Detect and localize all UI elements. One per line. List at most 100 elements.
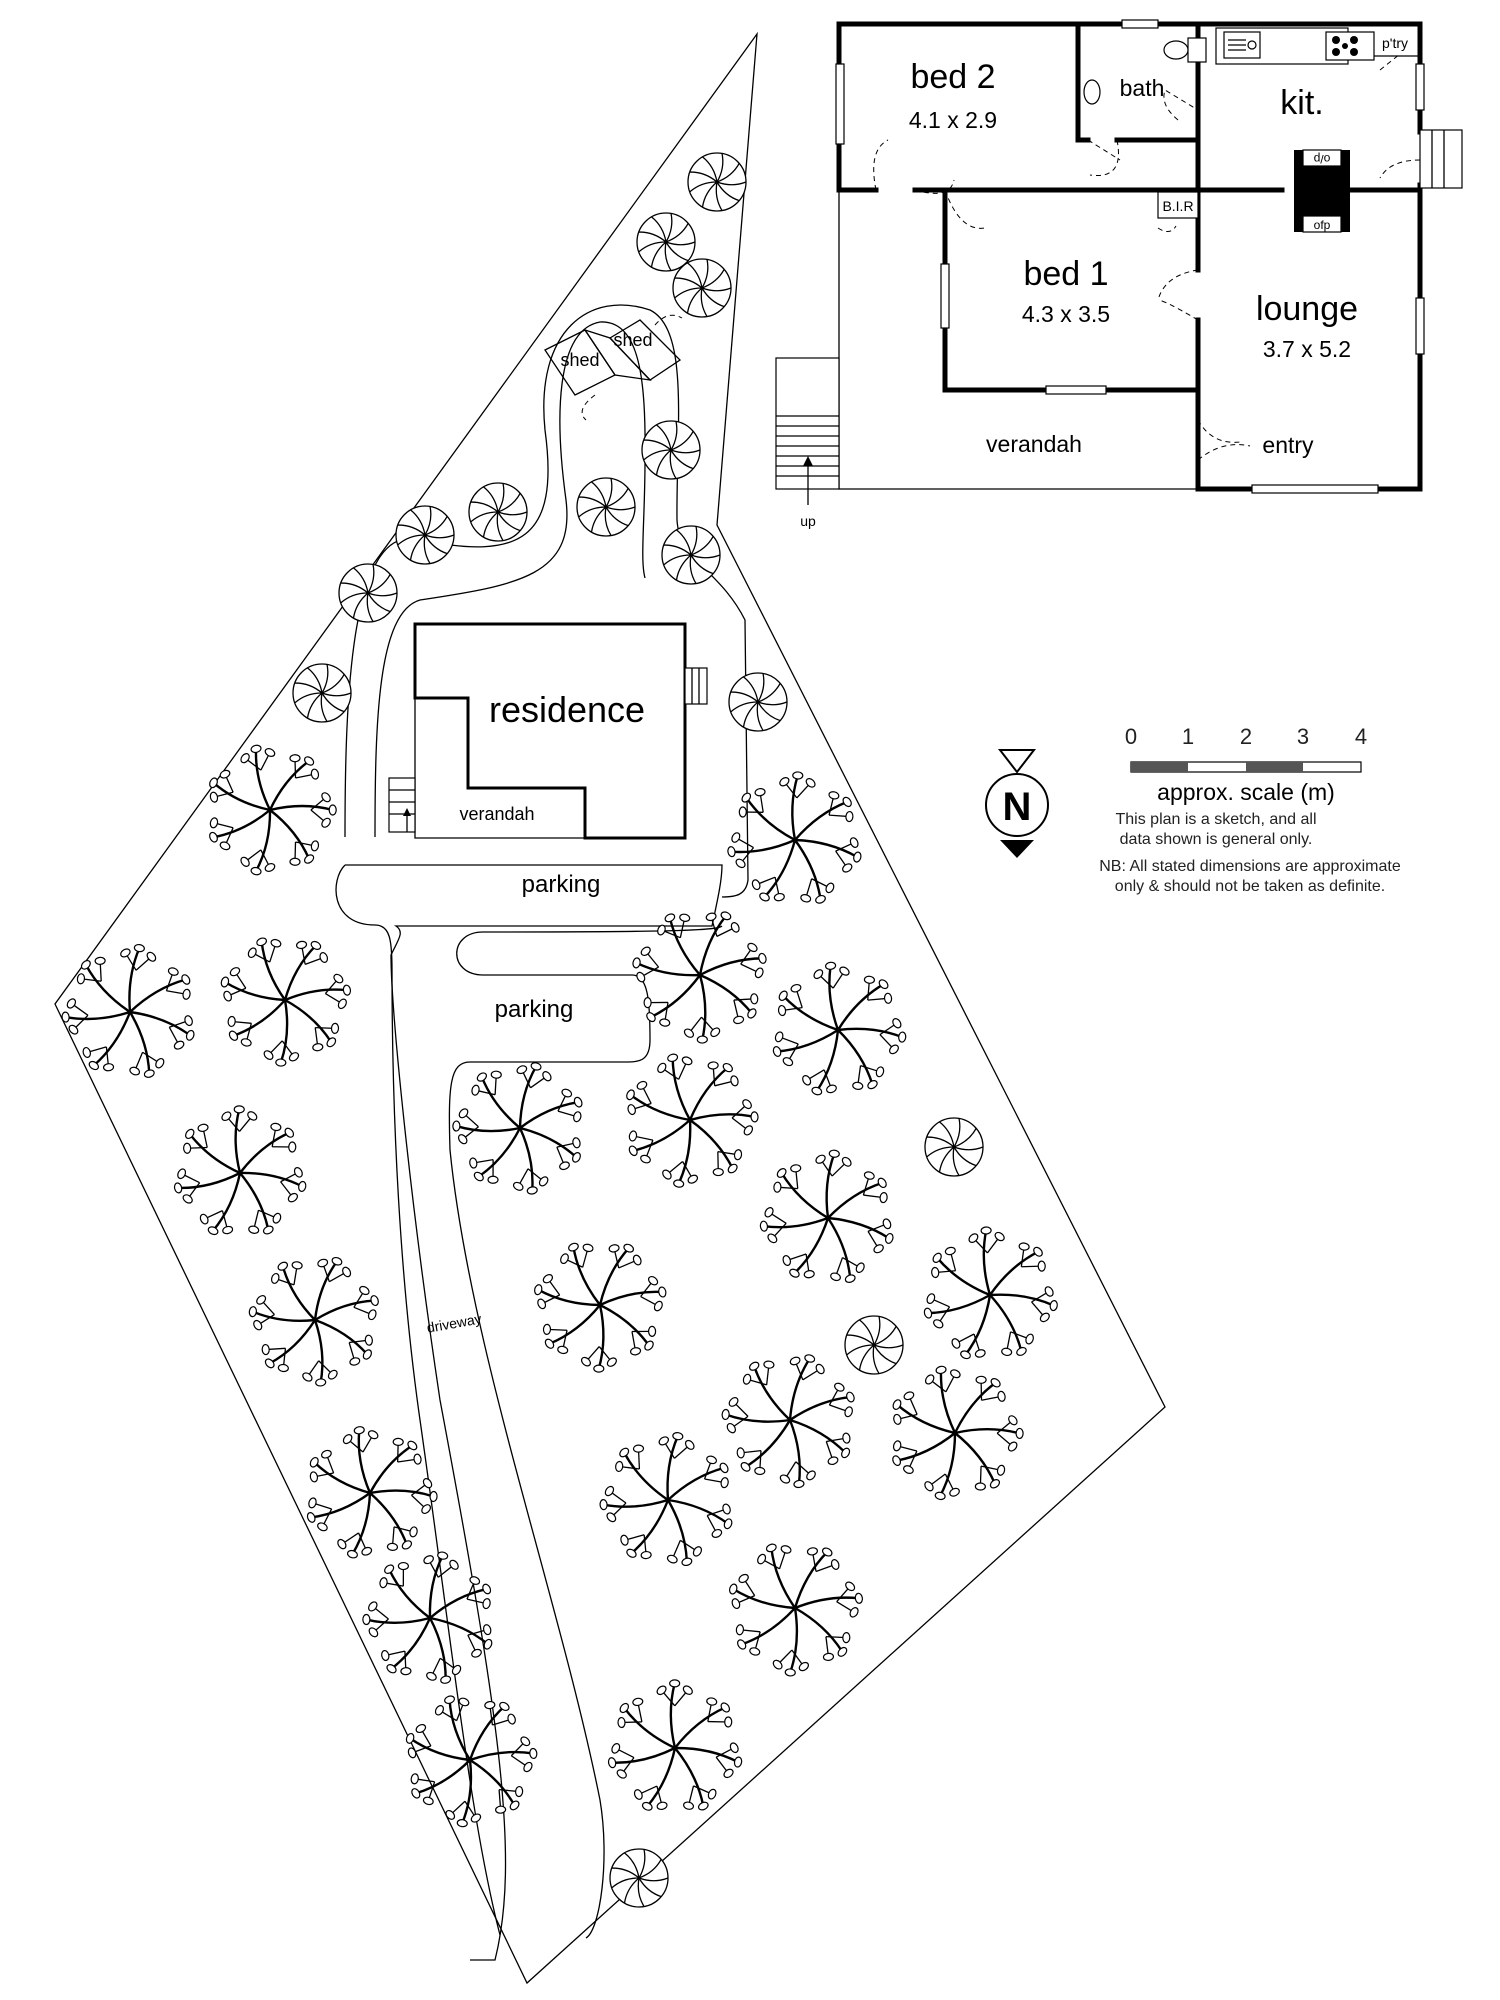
oven-bottom-label: ofp	[1314, 218, 1331, 232]
verandah-stairs	[775, 357, 840, 490]
shrub-icon	[728, 672, 788, 732]
parking-area-bottom	[448, 925, 723, 1939]
stairs-up-label: up	[800, 513, 816, 529]
shrub-icon	[661, 525, 721, 585]
bir-box	[1157, 191, 1199, 219]
tree-icon	[728, 1543, 864, 1677]
tree-icon	[721, 1354, 855, 1489]
tree-icon	[306, 1426, 438, 1559]
scale-tick-1: 1	[1182, 724, 1194, 749]
shrub-icon	[609, 1848, 669, 1908]
window-entry	[1251, 484, 1379, 494]
window-kitchen	[1415, 63, 1425, 111]
shrub-icon	[641, 420, 701, 480]
tree-icon	[923, 1226, 1058, 1360]
parking-label-bottom: parking	[495, 996, 574, 1023]
shrub-icon	[292, 663, 352, 723]
shrub-icon	[924, 1117, 984, 1177]
floor-plan: up	[775, 19, 1463, 529]
tree-icon	[727, 771, 862, 904]
tree-icon	[173, 1105, 307, 1236]
tree-icon	[405, 1695, 538, 1828]
bath-label: bath	[1120, 75, 1165, 101]
shrub-group	[292, 152, 984, 1908]
window-bed2	[835, 63, 845, 145]
scale-note-line-2: data shown is general only.	[1120, 831, 1313, 848]
residence-side-steps	[684, 667, 708, 705]
fireplace-top-hearth	[1302, 149, 1342, 167]
scale-tick-4: 4	[1355, 724, 1367, 749]
parking-area-top	[345, 864, 723, 1961]
window-bed1-south	[1045, 385, 1107, 395]
north-compass: N	[985, 749, 1049, 858]
nb-line-2: only & should not be taken as definite.	[1115, 878, 1385, 895]
kitchen-label: kit.	[1280, 84, 1323, 122]
lounge-dims: 3.7 x 5.2	[1263, 336, 1351, 362]
bir-label: B.I.R	[1162, 198, 1193, 214]
tree-icon	[248, 1256, 379, 1387]
window-bed1-west	[940, 263, 950, 329]
tree-icon	[452, 1062, 583, 1195]
shrub-icon	[687, 152, 747, 212]
tree-icon	[220, 937, 352, 1067]
scale-tick-3: 3	[1297, 724, 1309, 749]
site-plan: residence verandah parking parking drive…	[54, 31, 1166, 1985]
scale-bar: 0 1 2 3 4 approx. scale (m) This plan is…	[1099, 724, 1401, 895]
tree-icon	[892, 1365, 1024, 1501]
shrub-icon	[576, 477, 636, 537]
tree-icon	[599, 1432, 733, 1567]
shed-left-label: shed	[560, 350, 599, 370]
window-lounge	[1415, 297, 1425, 355]
tree-icon	[362, 1551, 493, 1684]
tree-icon	[759, 1149, 894, 1283]
vanity-basin	[1083, 79, 1101, 105]
shed-right-label: shed	[613, 330, 652, 350]
scale-tick-0: 0	[1125, 724, 1137, 749]
fireplace-bottom-hearth	[1302, 215, 1342, 233]
shrub-icon	[338, 563, 398, 623]
scale-tick-2: 2	[1240, 724, 1252, 749]
oven-top-label: o/p	[1313, 152, 1330, 166]
bed2-label: bed 2	[910, 58, 995, 96]
property-boundary	[54, 31, 1166, 1985]
tree-icon	[626, 1053, 759, 1188]
parking-label-top: parking	[522, 871, 601, 898]
window-bath	[1121, 19, 1159, 29]
verandah-label: verandah	[986, 431, 1082, 457]
scale-label: approx. scale (m)	[1157, 779, 1335, 805]
bed2-dims: 4.1 x 2.9	[909, 107, 997, 133]
toilet-cistern	[1187, 37, 1207, 63]
kitchen-steps	[1419, 129, 1463, 189]
scale-note-line-1: This plan is a sketch, and all	[1116, 811, 1317, 828]
residence-steps	[388, 777, 416, 833]
residence-verandah	[414, 698, 585, 839]
bed1-dims: 4.3 x 3.5	[1022, 301, 1110, 327]
shed-connector	[583, 328, 652, 381]
shrub-icon	[395, 505, 455, 565]
site-verandah-label: verandah	[459, 804, 534, 824]
shrub-icon	[468, 482, 528, 542]
nb-line-1: NB: All stated dimensions are approximat…	[1099, 858, 1401, 875]
shrub-icon	[844, 1315, 904, 1375]
tree-group	[61, 744, 1058, 1828]
residence-outline	[413, 622, 687, 840]
tree-icon	[607, 1679, 743, 1811]
shrub-icon	[636, 212, 696, 272]
bed1-label: bed 1	[1023, 255, 1108, 293]
shrub-icon	[672, 258, 732, 318]
tree-icon	[534, 1242, 667, 1373]
residence-label: residence	[489, 689, 645, 730]
driveway-label: driveway	[426, 1310, 483, 1335]
tree-icon	[632, 911, 767, 1044]
cooktop	[1325, 31, 1375, 61]
entry-label: entry	[1262, 432, 1314, 458]
toilet-bowl	[1163, 40, 1189, 60]
compass-letter: N	[1003, 785, 1032, 829]
tree-icon	[209, 744, 337, 876]
tree-icon	[61, 943, 195, 1078]
tree-icon	[772, 961, 907, 1096]
compass-circle	[985, 773, 1049, 837]
floor-plan-internal-walls	[836, 21, 1423, 393]
driveway-left-edge	[335, 864, 501, 1936]
